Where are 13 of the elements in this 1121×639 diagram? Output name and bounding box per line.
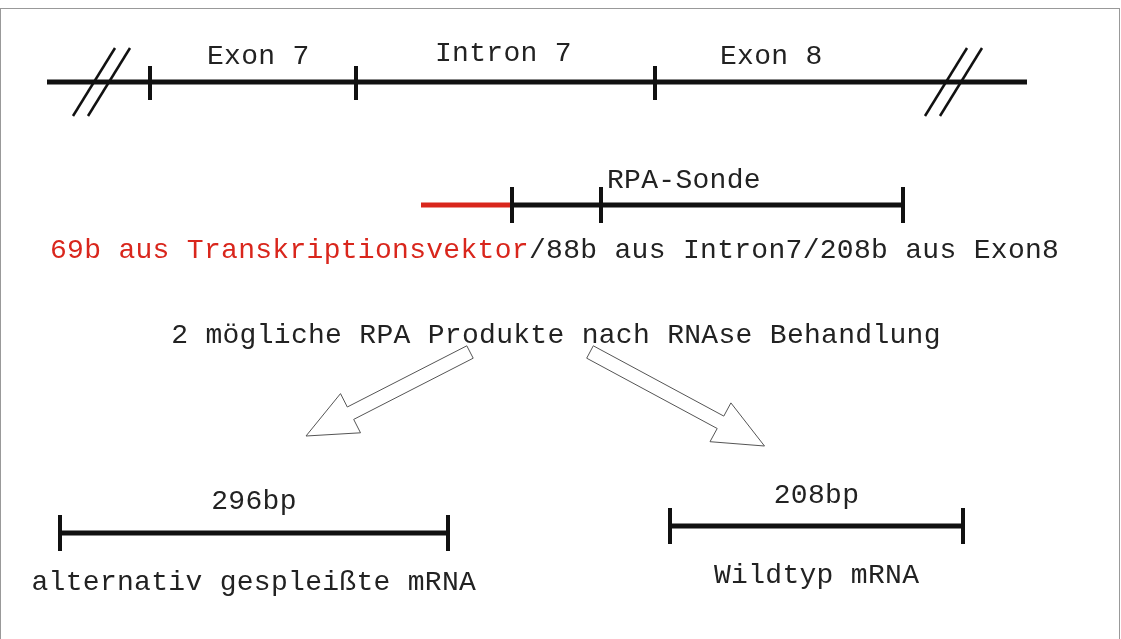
intron-label: Intron 7 bbox=[435, 38, 572, 70]
product-caption: alternativ gespleißte mRNA bbox=[31, 567, 477, 599]
segment-lengths-label: /88b aus Intron7/208b aus Exon8 bbox=[529, 235, 1060, 267]
caption-text: 2 mögliche RPA Produkte nach RNAse Behandlung bbox=[171, 320, 941, 352]
length-label: 296bp bbox=[211, 486, 297, 518]
exon-label: Exon 8 bbox=[720, 41, 823, 73]
probe-label: RPA-Sonde bbox=[607, 165, 761, 197]
product-caption: Wildtyp mRNA bbox=[714, 560, 920, 592]
length-label: 208bp bbox=[773, 480, 860, 512]
vector-segment-label: 69b aus Transkriptionsvektor bbox=[50, 235, 529, 267]
hollow-arrow bbox=[586, 345, 765, 447]
exon-label: Exon 7 bbox=[207, 41, 310, 73]
hollow-arrow bbox=[305, 345, 474, 437]
